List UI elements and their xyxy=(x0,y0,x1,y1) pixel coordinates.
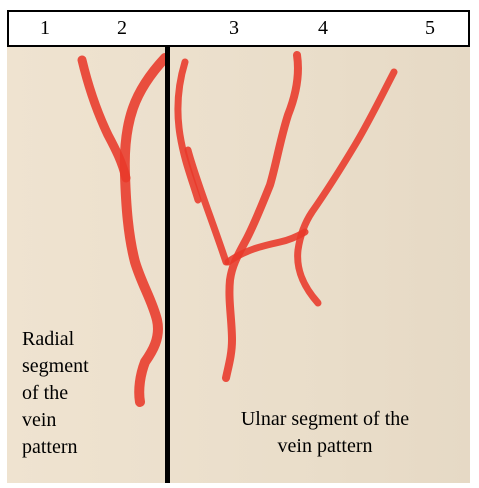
vein-ulnar-left-lower xyxy=(188,150,226,262)
radial-label-line-2: segment xyxy=(22,353,132,380)
radial-segment-label: Radial segment of the vein pattern xyxy=(22,326,132,461)
ulnar-label-line-2: vein pattern xyxy=(205,433,445,460)
radial-label-line-4: vein xyxy=(22,407,132,434)
segment-divider-line xyxy=(165,47,170,483)
vein-radial-left-branch xyxy=(82,60,126,178)
radial-label-line-3: of the xyxy=(22,380,132,407)
radial-label-line-5: pattern xyxy=(22,434,132,461)
ulnar-segment-label: Ulnar segment of the vein pattern xyxy=(205,406,445,460)
ulnar-label-line-1: Ulnar segment of the xyxy=(205,406,445,433)
vein-ulnar-right xyxy=(298,72,394,303)
vein-ulnar-center xyxy=(226,55,298,378)
radial-label-line-1: Radial xyxy=(22,326,132,353)
